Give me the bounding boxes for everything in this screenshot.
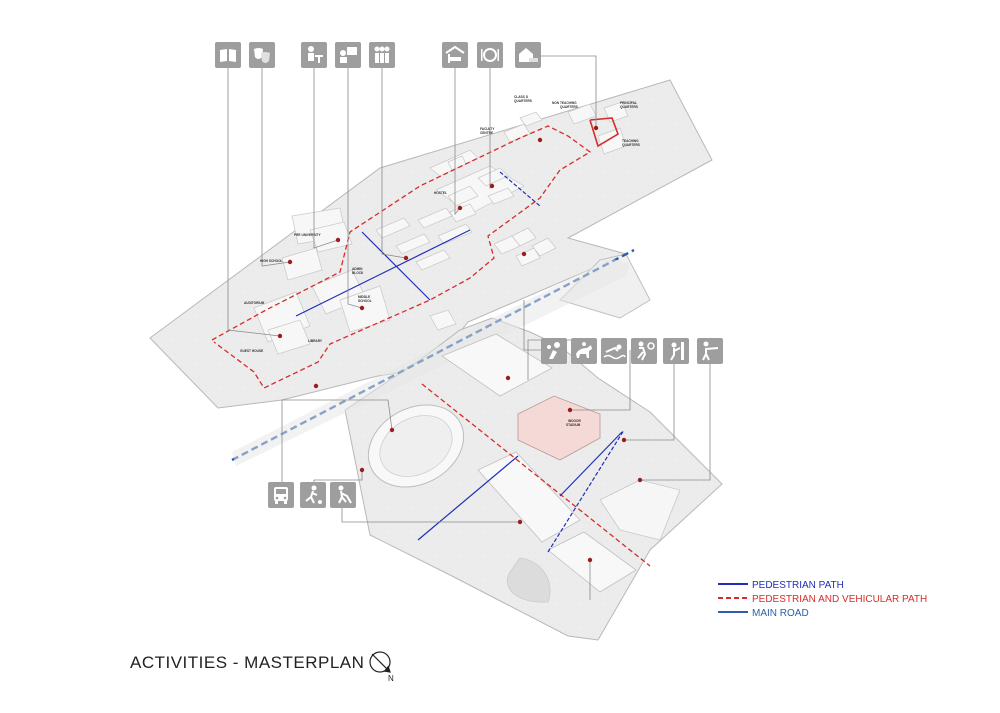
legend-pedestrian-label: PEDESTRIAN PATH [752,580,844,591]
label-library: LIBRARY [308,339,323,343]
label-faculty-centre: CENTRE [480,131,493,135]
label-pre-university: PRE UNIVERSITY [294,233,321,237]
tennis-icon [631,338,657,364]
hostel-bed-icon [442,42,468,68]
label-guest-house: GUEST HOUSE [240,349,263,353]
svg-text:N: N [388,674,394,683]
label-non-teaching: NON TEACHING [552,101,577,105]
label-teaching: TEACHING [622,139,639,143]
main-road-band [232,258,630,466]
legend: PEDESTRIAN PATH PEDESTRIAN AND VEHICULAR… [718,580,927,619]
label-admin-block: BLOCK [352,271,364,275]
hockey-icon [330,482,356,508]
pedestrian-path-3 [499,171,541,207]
location-markers [277,125,643,563]
swimming-icon [601,338,627,364]
climbing-icon [663,338,689,364]
label-high-school: HIGH SCHOOL [260,259,283,263]
student-desk-icon [301,42,327,68]
label-principal-quarters: QUARTERS [620,105,638,109]
house-car-icon [515,42,541,68]
north-arrow-icon: N [369,651,394,683]
legend-road-label: MAIN ROAD [752,608,809,619]
label-auditorium: AUDITORIUM [244,301,265,305]
theatre-masks-icon [249,42,275,68]
pedestrian-path-2 [361,231,431,301]
north-buildings [253,101,629,355]
pedestrian-path-1 [295,229,471,317]
teacher-board-icon [335,42,361,68]
leader-lines [227,55,711,600]
volleyball-icon [541,338,567,364]
south-vehicular-path [421,383,651,567]
football-icon [300,482,326,508]
label-middle: MIDDLE [358,295,370,299]
legend-vehicular-label: PEDESTRIAN AND VEHICULAR PATH [752,594,927,605]
label-hostel: HOSTEL [434,191,447,195]
south-features [367,333,681,603]
group-people-icon [369,42,395,68]
book-icon [215,42,241,68]
horse-riding-icon [571,338,597,364]
bus-icon [268,482,294,508]
label-stadium: STADIUM [566,423,581,427]
label-middle-school: SCHOOL [358,299,372,303]
south-pedestrian-path-3 [559,431,623,497]
vehicular-path-loop [211,125,592,389]
label-faculty: FACULTY [480,127,495,131]
label-class-d: CLASS D [514,95,529,99]
page-title: ACTIVITIES - MASTERPLAN [130,653,365,672]
label-non-teaching-quarters: QUARTERS [560,105,578,109]
vehicular-path-branch [589,117,619,148]
label-class-d-quarters: QUARTERS [514,99,532,103]
building-labels: CLASS D QUARTERS NON TEACHING QUARTERS P… [240,95,640,427]
south-pedestrian-path-1 [417,455,519,541]
shooting-icon [697,338,723,364]
label-principal: PRINCIPAL [620,101,637,105]
label-teaching-quarters: QUARTERS [622,143,640,147]
label-admin: ADMIN [352,267,363,271]
label-indoor: INDOOR [568,419,581,423]
dining-icon [477,42,503,68]
